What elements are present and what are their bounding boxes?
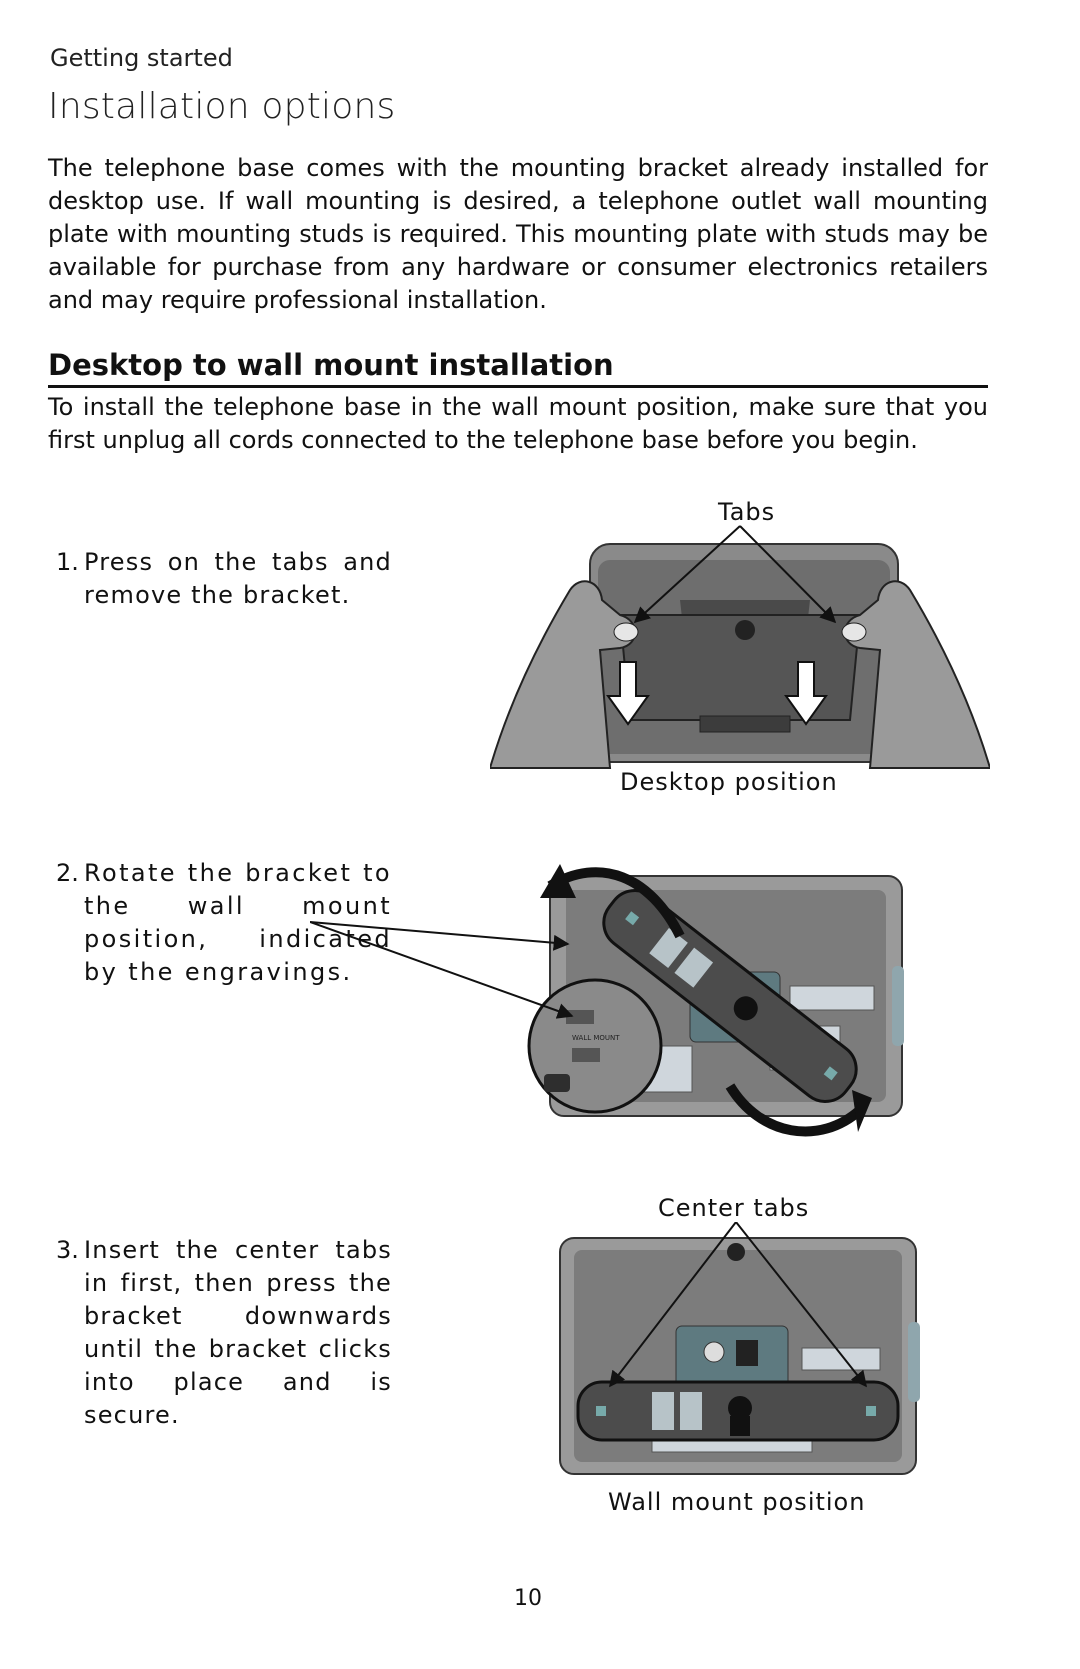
desktop-position-illustration (490, 525, 990, 769)
center-tabs-callout-label: Center tabs (658, 1194, 810, 1222)
page-number: 10 (514, 1586, 542, 1611)
step-1: 1. Press on the tabs and remove the brac… (56, 546, 392, 612)
install-note: To install the telephone base in the wal… (48, 393, 988, 454)
section-heading: Desktop to wall mount installation (48, 348, 614, 382)
step-3: 3. Insert the center tabs in first, then… (56, 1234, 392, 1432)
page-title: Installation options (48, 86, 396, 127)
rotate-bracket-illustration: WALL MOUNT (310, 864, 904, 1137)
wall-mount-position-caption: Wall mount position (608, 1488, 866, 1516)
tabs-callout-label: Tabs (718, 498, 776, 526)
step-number: 2. (56, 859, 79, 887)
wall-mount-engraving: WALL MOUNT (572, 1034, 620, 1042)
step-text: Press on the tabs and remove the bracket… (84, 548, 392, 609)
step-2: 2. Rotate the bracket to the wall mount … (56, 857, 392, 989)
step-text: Rotate the bracket to the wall mount pos… (84, 859, 392, 986)
heading-divider (48, 385, 988, 388)
step-number: 1. (56, 548, 79, 576)
wall-mount-illustration (559, 1222, 920, 1475)
section-label: Getting started (50, 44, 233, 72)
desktop-position-caption: Desktop position (620, 768, 838, 796)
step-text: Insert the center tabs in first, then pr… (84, 1236, 392, 1429)
step-number: 3. (56, 1236, 79, 1264)
intro-paragraph: The telephone base comes with the mounti… (48, 154, 988, 314)
